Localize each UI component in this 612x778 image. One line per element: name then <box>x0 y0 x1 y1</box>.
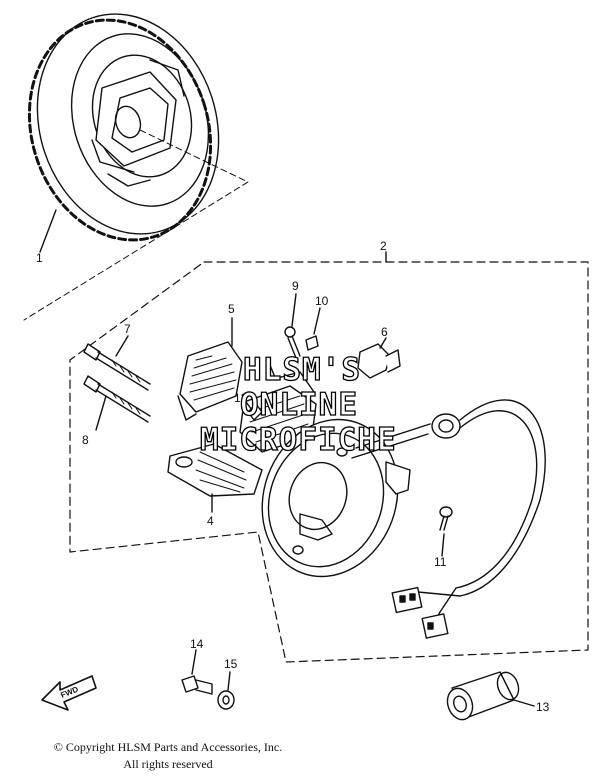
dowel-12 <box>245 401 263 421</box>
callout-13: 13 <box>536 700 550 714</box>
alignment-line <box>23 129 249 321</box>
wire-harness <box>351 399 546 639</box>
coil-5 <box>177 317 243 421</box>
screw-9 <box>284 293 301 359</box>
fwd-arrow-icon <box>41 675 97 711</box>
leader-1 <box>39 209 57 253</box>
callout-14: 14 <box>190 637 204 651</box>
washer-10 <box>305 307 321 351</box>
callout-10: 10 <box>315 294 329 308</box>
callout-5: 5 <box>228 302 235 316</box>
callout-1: 1 <box>36 251 43 265</box>
flywheel-rotor <box>27 13 220 242</box>
watermark-line-1: HLSM'S <box>243 352 361 388</box>
bolt-7 <box>83 335 151 391</box>
rights-line: All rights reserved <box>123 757 213 771</box>
callout-12: 12 <box>234 391 248 405</box>
assembly-2-boundary <box>69 261 589 663</box>
washer-15 <box>217 671 235 710</box>
bolt-8 <box>83 375 151 431</box>
callout-8: 8 <box>82 433 89 447</box>
bolt-14 <box>181 649 213 695</box>
callout-2: 2 <box>380 239 387 253</box>
copyright-line: © Copyright HLSM Parts and Accessories, … <box>53 740 283 754</box>
sleeve-13 <box>446 671 535 721</box>
screw-11 <box>439 506 453 557</box>
watermark-line-3: MICROFICHE <box>200 422 397 458</box>
callout-11: 11 <box>434 555 447 569</box>
callout-9: 9 <box>292 279 299 293</box>
callout-4: 4 <box>207 514 214 528</box>
pickup-6 <box>357 337 401 379</box>
callout-6: 6 <box>381 325 388 339</box>
coil-4 <box>167 443 263 513</box>
callout-15: 15 <box>224 657 238 671</box>
stator-plate <box>261 418 411 578</box>
watermark-line-2: ONLINE <box>240 387 358 423</box>
callout-7: 7 <box>124 322 131 336</box>
